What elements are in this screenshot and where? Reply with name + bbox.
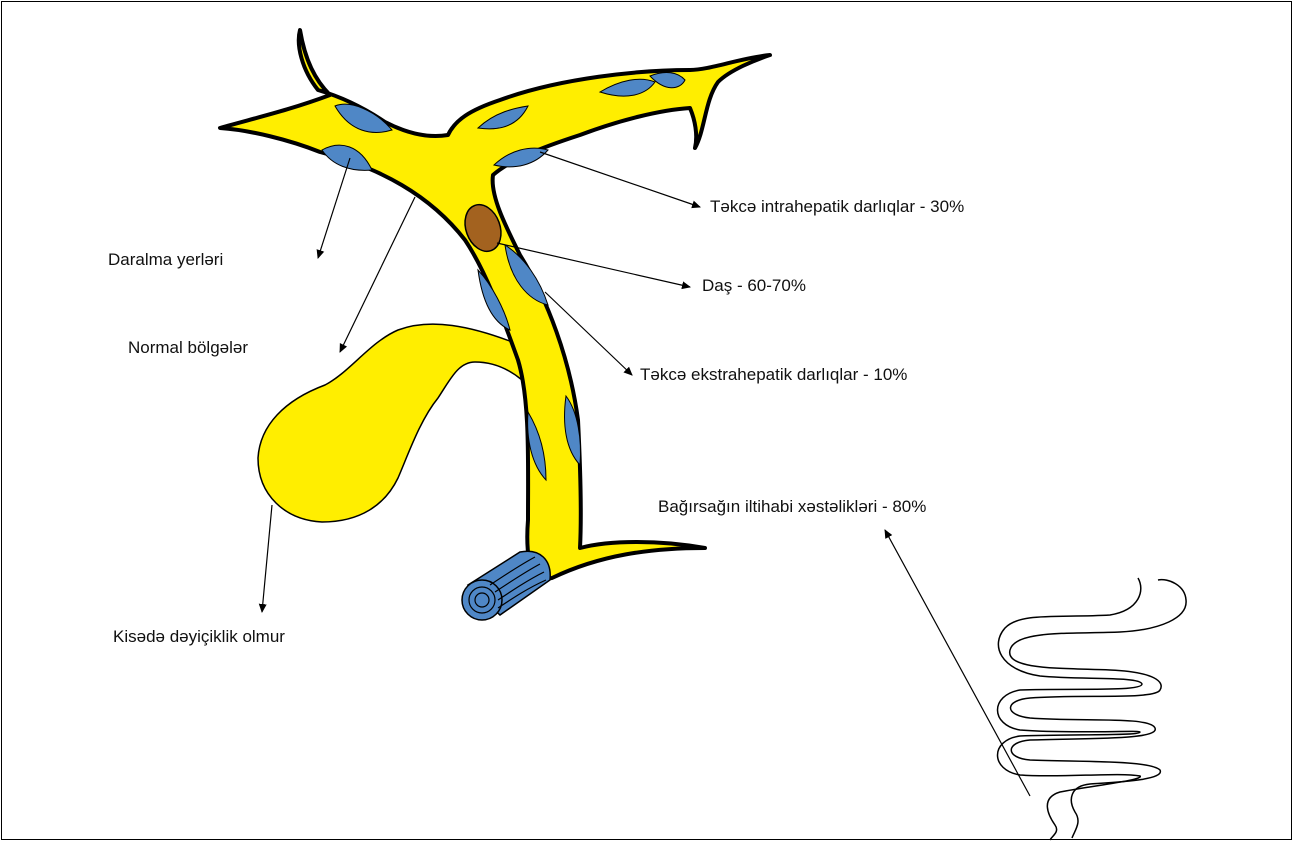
label-gallbladder: Kisədə dəyiçiklik olmur [113,627,285,647]
label-normal-waves: Normal bölgələr [128,338,248,358]
ampulla-coil [462,551,550,620]
label-stone: Daş - 60-70% [702,276,806,296]
label-extrahepatic: Təkcə ekstrahepatik darlıqlar - 10% [640,365,907,385]
intestine [998,578,1187,840]
gallbladder [258,324,522,522]
label-ibd: Bağırsağın iltihabi xəstəlikləri - 80% [658,497,926,517]
label-intrahepatic: Təkcə intrahepatik darlıqlar - 30% [710,197,964,217]
label-stenosis-sites: Daralma yerləri [108,250,223,270]
